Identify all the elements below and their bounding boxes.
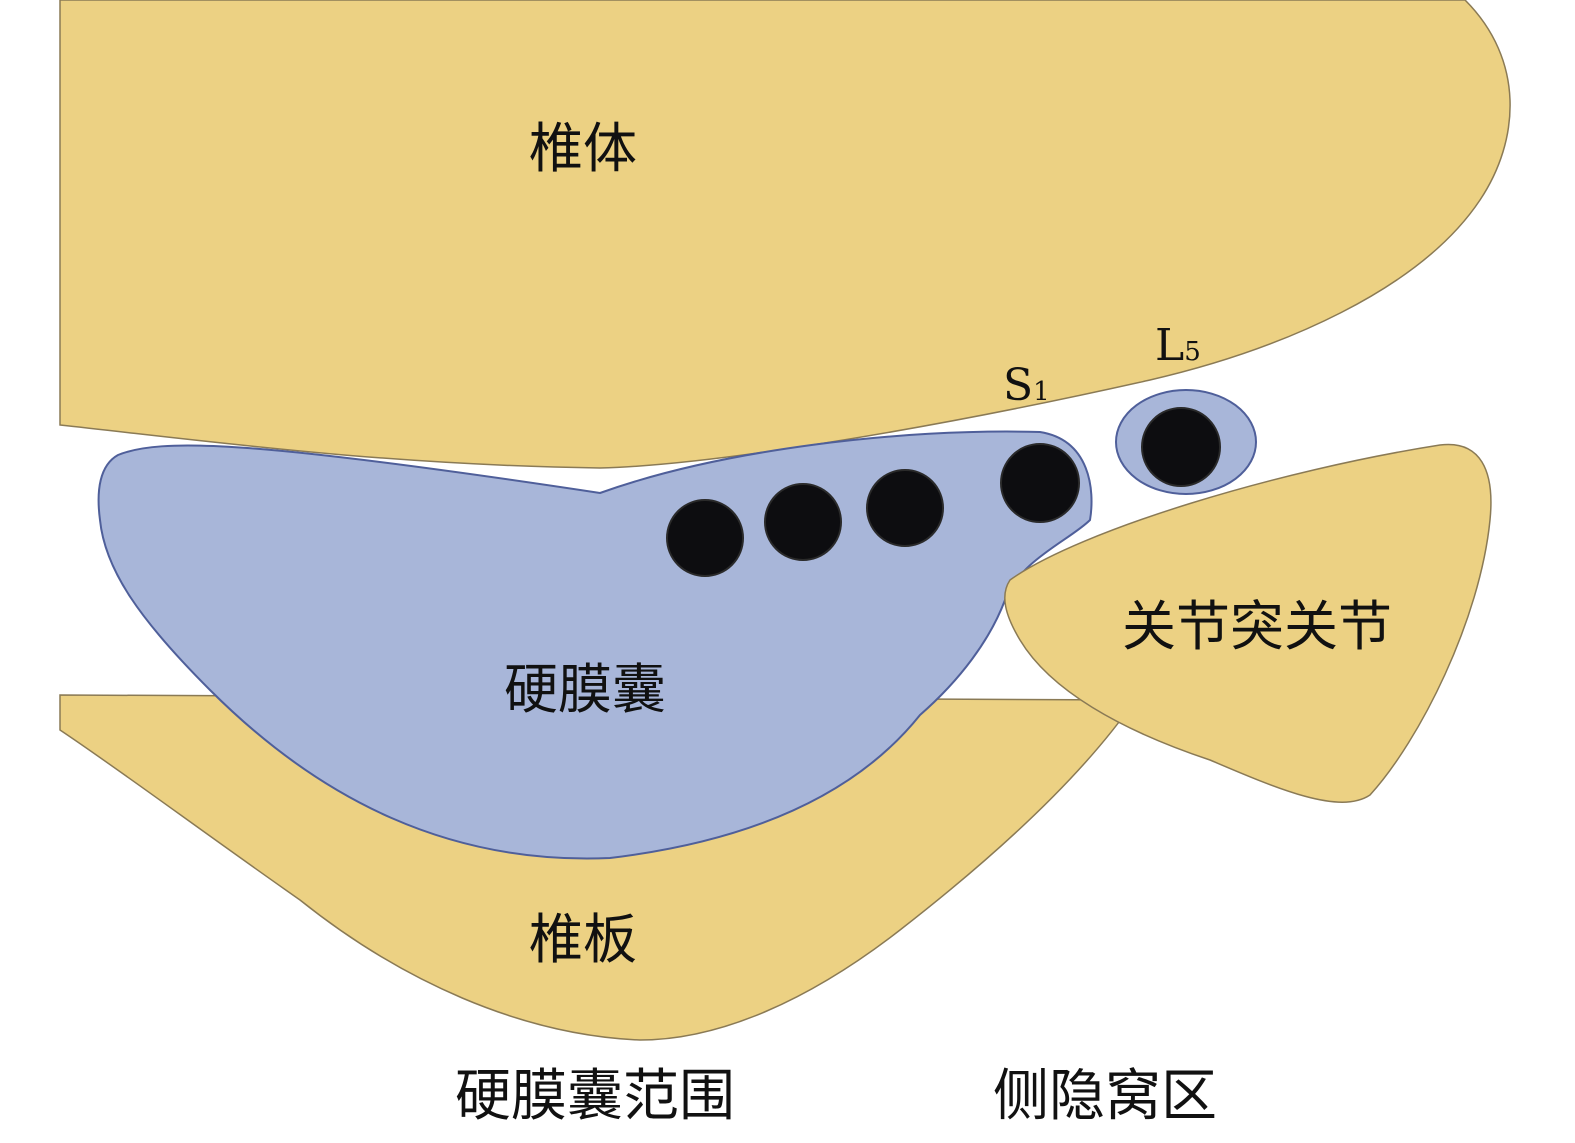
label-s1-sub: 1	[1033, 377, 1050, 407]
caption-lateral-recess: 侧隐窝区	[993, 1064, 1217, 1129]
nerve-root-1	[666, 499, 744, 577]
dural-sac-shape	[97, 430, 1093, 860]
nerve-root-3	[866, 469, 944, 547]
label-facet-joint: 关节突关节	[1122, 595, 1392, 658]
label-s1: S1	[1003, 360, 1050, 411]
label-lamina: 椎板	[529, 908, 637, 971]
label-dural-sac: 硬膜囊	[504, 658, 666, 721]
vertebral-body-shape	[59, 0, 1511, 469]
caption-dural-sac-range: 硬膜囊范围	[455, 1064, 735, 1129]
label-s1-base: S	[1003, 360, 1033, 411]
nerve-root-l5	[1141, 407, 1221, 487]
label-vertebral-body: 椎体	[529, 117, 637, 180]
label-l5-sub: 5	[1184, 337, 1201, 367]
nerve-root-2	[764, 483, 842, 561]
label-l5: L5	[1155, 320, 1201, 371]
label-l5-base: L	[1155, 320, 1184, 371]
facet-joint-shape	[1004, 443, 1492, 803]
nerve-root-s1	[1000, 443, 1080, 523]
